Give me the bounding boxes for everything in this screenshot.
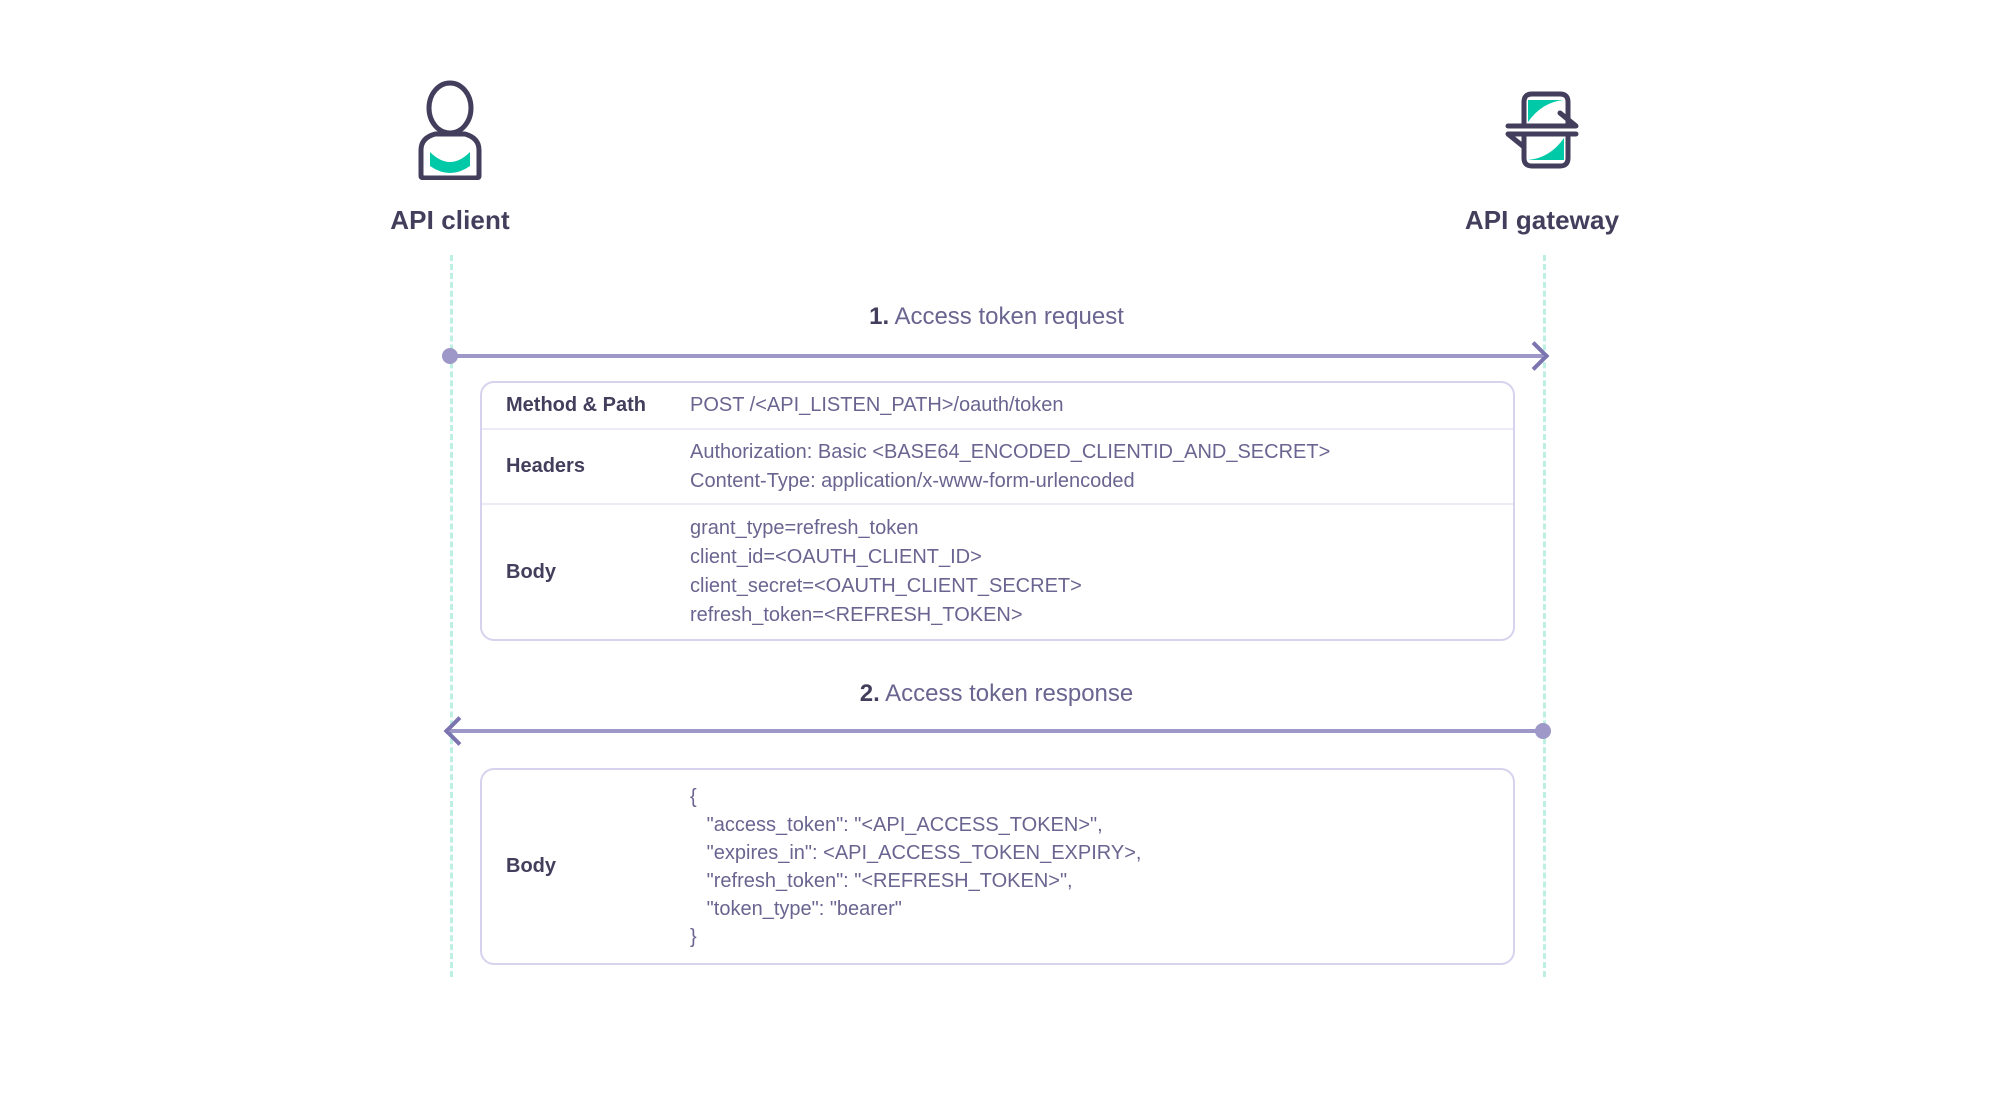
- message-1-text: Access token request: [894, 303, 1124, 330]
- actor-label: API client: [390, 205, 510, 235]
- arrow-line: [450, 729, 1543, 733]
- actor-api-client: API client: [300, 75, 600, 236]
- detail-row: Headers Authorization: Basic <BASE64_ENC…: [482, 430, 1513, 505]
- message-1-label: 1. Access token request: [450, 303, 1543, 331]
- message-2-arrow: [443, 716, 1551, 746]
- detail-key: Headers: [506, 455, 585, 477]
- detail-value: grant_type=refresh_token client_id=<OAUT…: [690, 517, 1082, 626]
- detail-value: POST /<API_LISTEN_PATH>/oauth/token: [690, 394, 1064, 416]
- detail-key: Body: [506, 855, 556, 877]
- message-2-details: Body { "access_token": "<API_ACCESS_TOKE…: [480, 768, 1515, 965]
- actor-label: API gateway: [1464, 205, 1620, 235]
- arrow-origin-dot: [1535, 723, 1551, 739]
- message-1-details: Method & Path POST /<API_LISTEN_PATH>/oa…: [480, 381, 1515, 641]
- detail-row: Body { "access_token": "<API_ACCESS_TOKE…: [482, 770, 1513, 963]
- api-gateway-icon: [1392, 75, 1692, 185]
- arrow-origin-dot: [442, 348, 458, 364]
- detail-key: Method & Path: [506, 394, 646, 416]
- actor-api-gateway: API gateway: [1392, 75, 1692, 236]
- message-2-number: 2.: [859, 680, 880, 707]
- arrow-head-left: [443, 716, 474, 746]
- detail-value: { "access_token": "<API_ACCESS_TOKEN>", …: [690, 785, 1142, 948]
- detail-row: Body grant_type=refresh_token client_id=…: [482, 505, 1513, 639]
- message-2-label: 2. Access token response: [450, 680, 1543, 708]
- message-1-arrow: [442, 341, 1550, 371]
- lifeline-api-client: [450, 255, 453, 977]
- detail-value: Authorization: Basic <BASE64_ENCODED_CLI…: [690, 440, 1331, 492]
- lifeline-api-gateway: [1543, 255, 1546, 977]
- arrow-line: [450, 354, 1543, 358]
- message-1-number: 1.: [869, 303, 890, 330]
- message-2-text: Access token response: [885, 680, 1134, 707]
- user-icon: [300, 75, 600, 185]
- detail-key: Body: [506, 560, 556, 583]
- detail-row: Method & Path POST /<API_LISTEN_PATH>/oa…: [482, 383, 1513, 430]
